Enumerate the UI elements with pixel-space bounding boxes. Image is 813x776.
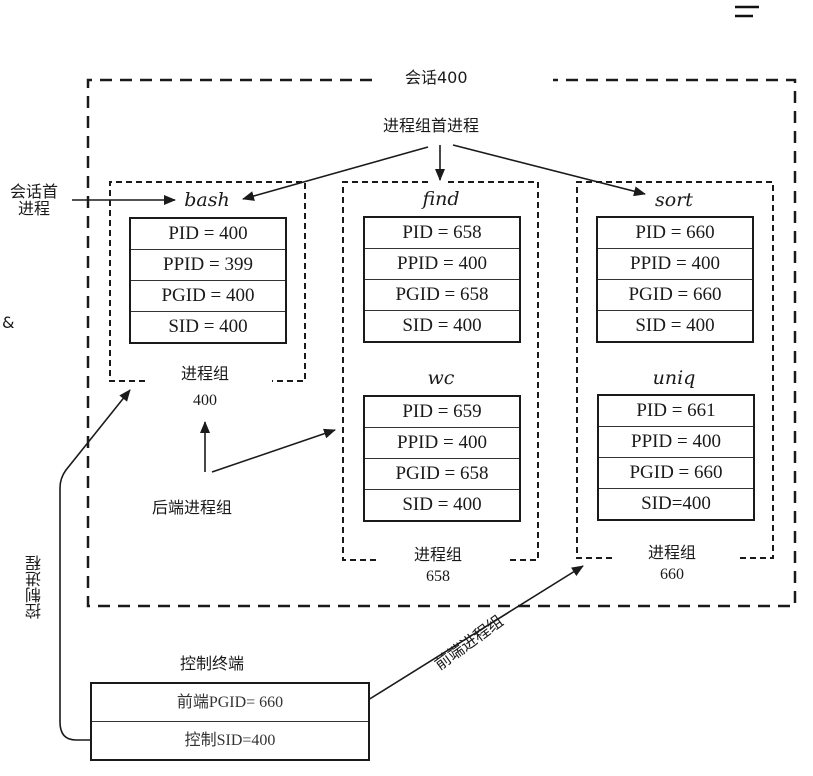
sid-row: SID = 400 (168, 316, 248, 337)
controlling-process-arrow (59, 389, 131, 741)
ppid-row: PPID = 400 (365, 428, 519, 459)
process-group-660-caption: 进程组 660 (647, 543, 696, 583)
process-name-uniq: uniq (652, 367, 696, 389)
process-group-400-caption: 进程组 400 (180, 364, 229, 409)
pgid-row: PGID = 660 (598, 280, 752, 311)
process-table-find: PID = 658 PPID = 400 PGID = 658 SID = 40… (363, 216, 521, 343)
corner-glyph-icon (735, 5, 759, 18)
leader-arrow-sort (452, 144, 646, 197)
process-group-658-caption: 进程组 658 (413, 545, 462, 585)
controlling-terminal: 前端PGID= 660 控制SID=400 (90, 682, 370, 761)
process-group-400-boundary (109, 181, 306, 382)
ppid-row: PPID = 400 (598, 249, 752, 280)
terminal-title: 控制终端 (180, 654, 245, 673)
sid-row: SID = 400 (635, 315, 715, 336)
session-leader-label: 会话首 进程 (10, 182, 59, 218)
background-arrow-658 (211, 428, 336, 473)
pgid-row: PGID = 658 (365, 280, 519, 311)
foreground-pgid-row: 前端PGID= 660 (92, 684, 368, 722)
process-table-sort: PID = 660 PPID = 400 PGID = 660 SID = 40… (596, 216, 754, 343)
leader-arrow-bash (242, 146, 429, 201)
pid-row: PID = 659 (365, 397, 519, 428)
ppid-row: PPID = 399 (131, 250, 285, 281)
pid-row: PID = 661 (599, 396, 753, 427)
pgid-row: PGID = 658 (365, 459, 519, 490)
pid-row: PID = 660 (598, 218, 752, 249)
process-table-uniq: PID = 661 PPID = 400 PGID = 660 SID=400 (597, 394, 755, 521)
sid-row: SID = 400 (402, 315, 482, 336)
stray-symbol: & (2, 313, 15, 332)
process-name-sort: sort (655, 189, 693, 211)
pid-row: PID = 400 (131, 219, 285, 250)
process-table-bash: PID = 400 PPID = 399 PGID = 400 SID = 40… (129, 217, 287, 344)
pgid-row: PGID = 660 (599, 458, 753, 489)
sid-row: SID = 400 (402, 494, 482, 515)
foreground-arrow (367, 565, 584, 701)
session-boundary (86, 78, 797, 608)
process-table-wc: PID = 659 PPID = 400 PGID = 658 SID = 40… (363, 395, 521, 522)
pgid-row: PGID = 400 (131, 281, 285, 312)
process-group-658-boundary (342, 181, 539, 561)
process-name-find: find (422, 188, 460, 210)
controlling-sid-row: 控制SID=400 (184, 732, 276, 749)
session-label: 会话400 (405, 68, 468, 87)
ppid-row: PPID = 400 (599, 427, 753, 458)
controlling-process-label: 控制进程 (25, 555, 44, 619)
sid-row: SID=400 (641, 493, 711, 514)
process-name-bash: bash (184, 189, 230, 211)
background-groups-label: 后端进程组 (152, 498, 233, 517)
pid-row: PID = 658 (365, 218, 519, 249)
ppid-row: PPID = 400 (365, 249, 519, 280)
group-leader-label: 进程组首进程 (383, 116, 480, 135)
process-name-wc: wc (427, 367, 455, 389)
